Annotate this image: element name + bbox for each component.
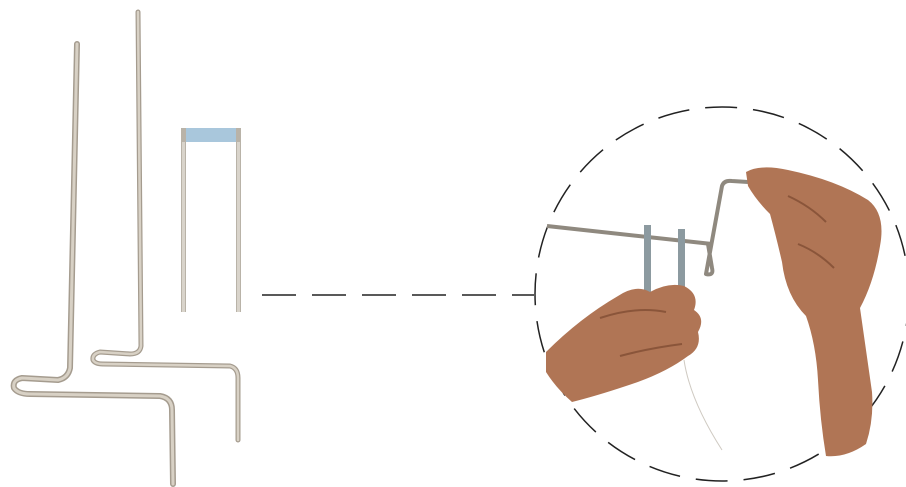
right-hand [746,167,882,457]
left-hand [546,284,702,402]
crank-handle [704,178,749,277]
hands-detail [546,167,882,457]
u-bracket [181,128,241,312]
bent-wire-short [90,9,241,443]
detail-circle [534,106,906,482]
bent-wire-tall [10,41,176,487]
string [683,359,723,451]
crank-rod [546,224,713,246]
